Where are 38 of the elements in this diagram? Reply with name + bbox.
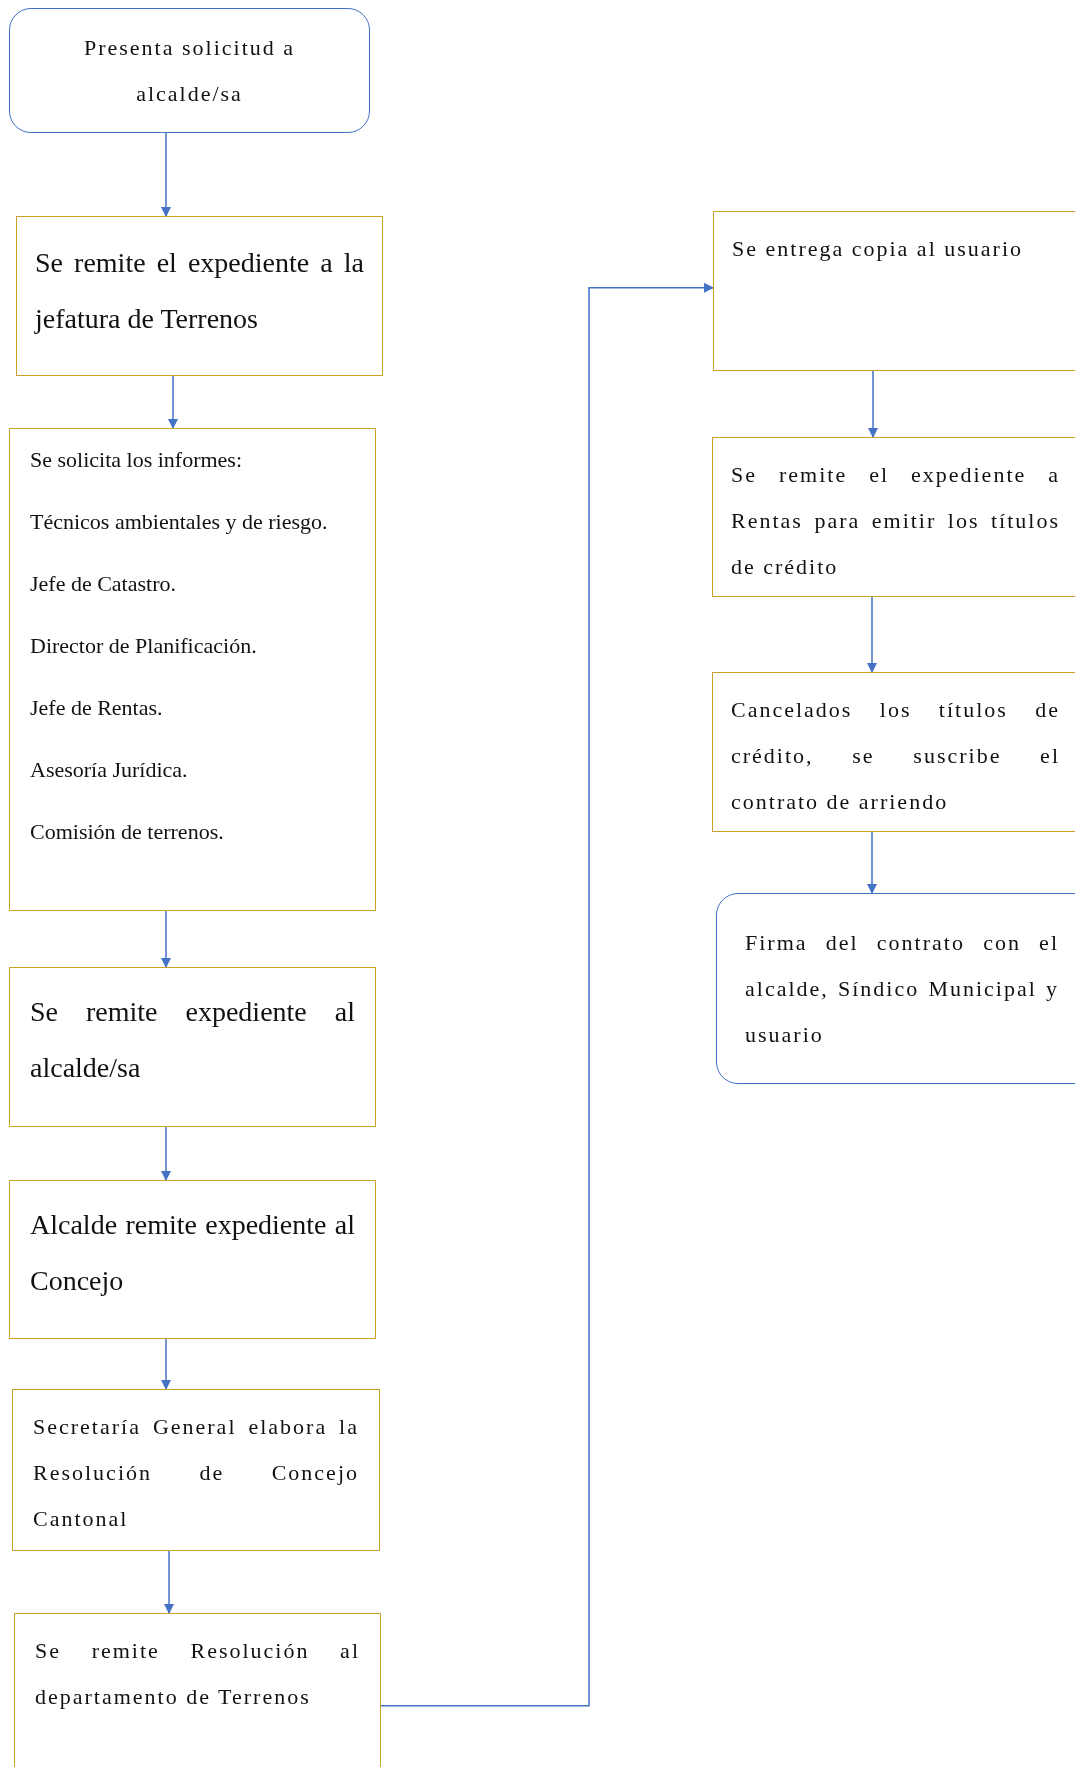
step-text: Se remite el expediente a la jefatura de Terrenos (35, 246, 364, 336)
process-box (713, 211, 1075, 371)
step-text: Presenta solicitud a alcalde/sa (82, 34, 297, 108)
step-text: Alcalde remite expediente al Concejo (30, 1208, 355, 1298)
step-text: Se entrega copia al usuario (732, 235, 1024, 263)
arrow (160, 1338, 172, 1391)
arrow (160, 1126, 172, 1182)
step-text: Se remite el expediente a Rentas para emitir los títulos de crédito (731, 461, 1060, 581)
arrow (380, 282, 715, 1707)
arrow (866, 596, 878, 674)
step-text: Firma del contrato con el alcalde, Síndico Municipal y usuario (745, 929, 1059, 1049)
step-text: Técnicos ambientales y de riesgo. (30, 508, 329, 536)
step-text: Cancelados los títulos de crédito, se suscribe el contrato de arriendo (731, 696, 1060, 816)
arrow (160, 132, 172, 218)
process-box (16, 216, 383, 376)
step-text: Jefe de Catastro. (30, 570, 177, 598)
step-text: Secretaría General elabora la Resolución de Concejo Cantonal (33, 1413, 359, 1533)
arrow (866, 831, 878, 895)
process-box (9, 428, 376, 911)
step-text: Se remite expediente al alcalde/sa (30, 995, 355, 1085)
rounded-box (9, 8, 370, 133)
process-box (14, 1613, 381, 1767)
process-box (712, 672, 1075, 832)
step-text: Asesoría Jurídica. (30, 756, 189, 784)
step-text: Se solicita los informes: (30, 446, 244, 474)
process-box (9, 1180, 376, 1339)
process-box (9, 967, 376, 1127)
step-text: Director de Planificación. (30, 632, 258, 660)
process-box (12, 1389, 380, 1551)
arrow (167, 375, 179, 430)
step-text: Se remite Resolución al departamento de Terrenos (35, 1637, 360, 1711)
rounded-box (716, 893, 1075, 1084)
step-text: Comisión de terrenos. (30, 818, 225, 846)
arrow (160, 910, 172, 969)
step-text: Jefe de Rentas. (30, 694, 164, 722)
process-box (712, 437, 1075, 597)
arrow (867, 370, 879, 439)
arrow (163, 1550, 175, 1615)
